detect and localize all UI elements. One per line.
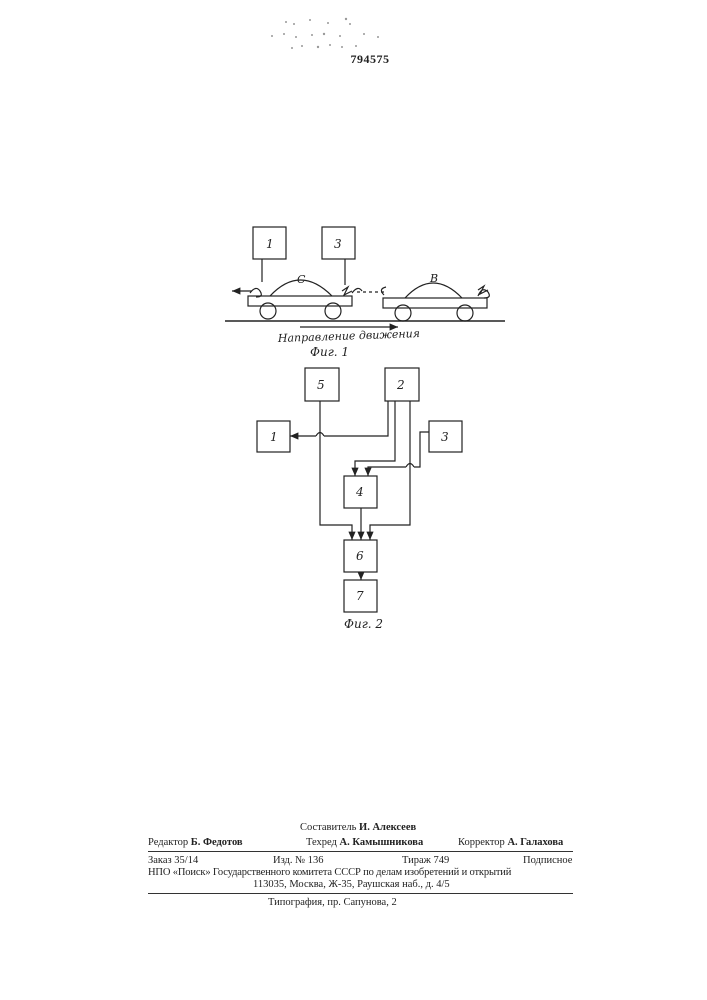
techred-line: Техред А. Камышникова: [306, 837, 423, 848]
print-run-line: Тираж 749: [402, 855, 449, 866]
fig2-block-4-label: 4: [355, 485, 364, 499]
car-c-label: C: [297, 273, 306, 286]
fig2-block-2-label: 2: [396, 378, 405, 392]
fig2-block-5-label: 5: [317, 378, 325, 392]
figure-2-caption: Фиг. 2: [344, 617, 383, 631]
publisher-line-1: НПО «Поиск» Государственного комитета СС…: [148, 867, 511, 878]
subscription-line: Подписное: [523, 855, 572, 866]
fig2-block-3-label: 3: [441, 430, 449, 444]
editor-line: Редактор Б. Федотов: [148, 837, 243, 848]
edition-line: Изд. № 136: [273, 855, 324, 866]
car-b: [381, 283, 489, 321]
divider-bottom: [148, 893, 573, 894]
publisher-line-2: 113035, Москва, Ж-35, Раушская наб., д. …: [253, 879, 450, 890]
order-line: Заказ 35/14: [148, 855, 198, 866]
fig2-block-1-label: 1: [270, 430, 278, 444]
divider-top: [148, 851, 573, 852]
printing-house-line: Типография, пр. Сапунова, 2: [268, 897, 397, 908]
direction-label: Направление движения: [277, 327, 421, 345]
fig2-block-6-label: 6: [356, 549, 364, 563]
figure-1-caption: Фиг. 1: [310, 345, 349, 359]
fig2-block-7-label: 7: [356, 589, 364, 603]
fig1-block-1-label: 1: [266, 237, 274, 251]
figures-canvas: C B 1 3 Направление движения Фиг. 1 5 2: [0, 0, 707, 700]
fig1-block-3-label: 3: [334, 237, 342, 251]
corrector-line: Корректор А. Галахова: [458, 837, 563, 848]
compiler-line: Составитель И. Алексеев: [300, 822, 416, 833]
car-b-label: B: [429, 272, 438, 285]
